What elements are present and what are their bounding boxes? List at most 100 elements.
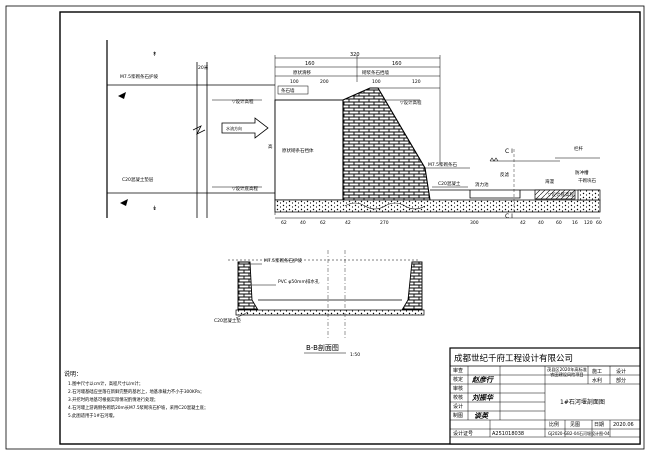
foundation-layer bbox=[274, 199, 601, 213]
note-1: 1.图中尺寸以cm计，高程尺寸以m计； bbox=[68, 380, 143, 387]
top-elevation-right: ▽设计高程 bbox=[400, 99, 422, 106]
filter-label: 反滤 bbox=[500, 171, 509, 178]
company-name: 成都世纪千府工程设计有限公司 bbox=[454, 353, 573, 364]
wall-height-label: 高 bbox=[268, 143, 273, 150]
top-strip-label: 条石墙 bbox=[281, 87, 295, 94]
svg-text:42: 42 bbox=[345, 220, 351, 226]
bottom-dimensions: 62 40 62 42 270 300 42 40 60 16 120 60 bbox=[281, 220, 602, 226]
slope-symbol bbox=[120, 199, 128, 206]
note-2: 2.石河堰基础应坐落在新鲜完整的基岩上，地基承载力不小于300KPa； bbox=[68, 388, 204, 395]
stage-value: 设计 bbox=[616, 368, 626, 375]
section-mark-top: C I bbox=[505, 148, 513, 155]
plan-view: ↟ ↡ 20米 M7.5浆砌条石护坡 C20混凝土垫层 ▽设计高程 ▽设计底高程 bbox=[106, 40, 275, 218]
dept-label: 水利 bbox=[592, 377, 602, 384]
guard-label: 防冲槽 bbox=[575, 169, 589, 176]
note-5: 5.此图适用于1#石河堰。 bbox=[68, 412, 117, 419]
note-3: 3.开挖时的地基可根据实际情况酌情进行处理； bbox=[68, 396, 158, 403]
left-box-label: 原状砌条石挡体 bbox=[282, 147, 314, 154]
fence-label: 栏杆 bbox=[574, 145, 583, 152]
signature-3: 谈英 bbox=[474, 411, 489, 420]
dim-right: 160 bbox=[392, 61, 402, 67]
svg-text:62: 62 bbox=[320, 220, 326, 226]
svg-text:40: 40 bbox=[300, 220, 306, 226]
bb-scale: 1:50 bbox=[350, 352, 360, 358]
svg-text:40: 40 bbox=[538, 220, 544, 226]
top-sub-dimension: 100 bbox=[290, 79, 299, 85]
cert-number: A251018038 bbox=[492, 431, 524, 437]
bottom-elevation-left: ▽设计底高程 bbox=[232, 185, 258, 192]
date-value: 2020.06 bbox=[613, 422, 634, 428]
svg-text:120: 120 bbox=[584, 220, 593, 226]
energy-basin bbox=[469, 190, 521, 199]
role-approve: 核定 bbox=[453, 376, 463, 383]
top-sub-dimension: 200 bbox=[320, 79, 329, 85]
dept-value: 部分 bbox=[616, 377, 626, 384]
dim-left: 160 bbox=[305, 61, 315, 67]
drawing-number: GJ2020-GB2-04石河堰设计图-04 bbox=[548, 430, 610, 436]
project-name: 茂县区2020年高标准农田建设风险项目 bbox=[547, 367, 587, 377]
svg-text:270: 270 bbox=[380, 220, 389, 226]
top-sub-dimension: 100 bbox=[372, 79, 381, 85]
ditch-label: 千砌块石 bbox=[578, 177, 596, 184]
section-mark-bottom: C I bbox=[505, 213, 513, 220]
bb-left-wall bbox=[237, 261, 259, 311]
c20-left-label: C20混凝土垫层 bbox=[122, 176, 154, 183]
slope-symbol bbox=[118, 92, 126, 99]
signature-1: 赵彦行 bbox=[471, 375, 495, 384]
role-design: 设计 bbox=[453, 403, 463, 410]
role-review: 审查 bbox=[453, 367, 463, 374]
inner-frame bbox=[59, 11, 641, 445]
flow-direction-arrow: 水流方向 bbox=[221, 117, 269, 139]
drawing-name: 1#石河堰剖面图 bbox=[560, 398, 605, 406]
svg-text:60: 60 bbox=[596, 220, 602, 226]
date-label: 日期 bbox=[594, 422, 604, 428]
svg-text:42: 42 bbox=[520, 220, 526, 226]
signature-2: 刘振华 bbox=[471, 393, 494, 402]
bb-section: M7.5浆砌条石护坡 PVC φ50mm排水孔 C20混凝土垫 B-B剖面图 1… bbox=[214, 250, 425, 358]
scale-label: 比例 bbox=[549, 421, 559, 428]
guard-ditch bbox=[577, 189, 601, 201]
main-section: 320 160 160 原状滑移 砌浆条石挡墙 条石墙 原状砌条石挡体 高 M7… bbox=[268, 52, 602, 226]
water-surface-mark bbox=[489, 157, 499, 162]
role-check: 校核 bbox=[453, 394, 463, 401]
m75-right-label: M7.5浆砌条石 bbox=[428, 161, 458, 168]
svg-text:62: 62 bbox=[281, 220, 287, 226]
role-audit: 审核 bbox=[453, 385, 463, 392]
left-retaining-box bbox=[274, 99, 344, 201]
top-sub-dimension: 120 bbox=[412, 79, 421, 85]
m75-left-label: M7.5浆砌条石护坡 bbox=[120, 73, 159, 80]
bb-pvc-label: PVC φ50mm排水孔 bbox=[278, 278, 320, 285]
foundation-wave bbox=[344, 202, 426, 210]
apron-label: 消力池 bbox=[475, 181, 489, 188]
bb-title: B-B剖面图 bbox=[306, 343, 339, 352]
bb-base bbox=[235, 309, 425, 316]
role-draw: 制图 bbox=[453, 412, 463, 419]
notes-heading: 说明： bbox=[64, 370, 82, 378]
svg-text:300: 300 bbox=[470, 220, 479, 226]
note-4: 4.石河堰上游两侧各砌筑20m长M7.5浆砌块石护坡，采用C20混凝土底； bbox=[68, 404, 208, 411]
bottom-elevation-right: ▽设计底高程 bbox=[548, 191, 574, 198]
svg-text:60: 60 bbox=[556, 220, 562, 226]
zone-a-label: 原状滑移 bbox=[293, 69, 311, 76]
top-elevation-left: ▽设计高程 bbox=[232, 98, 254, 105]
riprap-zone bbox=[534, 189, 576, 200]
dim-total: 320 bbox=[350, 52, 360, 58]
bb-right-wall bbox=[401, 261, 423, 311]
riprap-label: 海漫 bbox=[545, 178, 554, 185]
outer-frame bbox=[5, 5, 645, 450]
bb-m75-label: M7.5浆砌条石护坡 bbox=[264, 257, 303, 264]
notes-block: 说明： 1.图中尺寸以cm计，高程尺寸以m计； 2.石河堰基础应坐落在新鲜完整的… bbox=[64, 370, 208, 419]
scale-value: 见图 bbox=[570, 422, 580, 428]
side-distance: 20米 bbox=[198, 64, 209, 71]
c20-right-label: C20混凝土 bbox=[438, 180, 461, 187]
svg-text:16: 16 bbox=[572, 220, 578, 226]
cert-label: 设计证号 bbox=[453, 430, 473, 437]
title-block: 成都世纪千府工程设计有限公司 审查 核定 审核 校核 设计 制图 赵彦行 刘振华… bbox=[449, 347, 641, 445]
stage-label: 施工 bbox=[592, 368, 602, 375]
zone-b-label: 砌浆条石挡墙 bbox=[362, 69, 389, 76]
north-mark: ↟ bbox=[152, 51, 157, 58]
south-mark: ↡ bbox=[152, 205, 157, 212]
bb-c20-label: C20混凝土垫 bbox=[214, 317, 241, 324]
flow-direction-label: 水流方向 bbox=[226, 125, 242, 131]
